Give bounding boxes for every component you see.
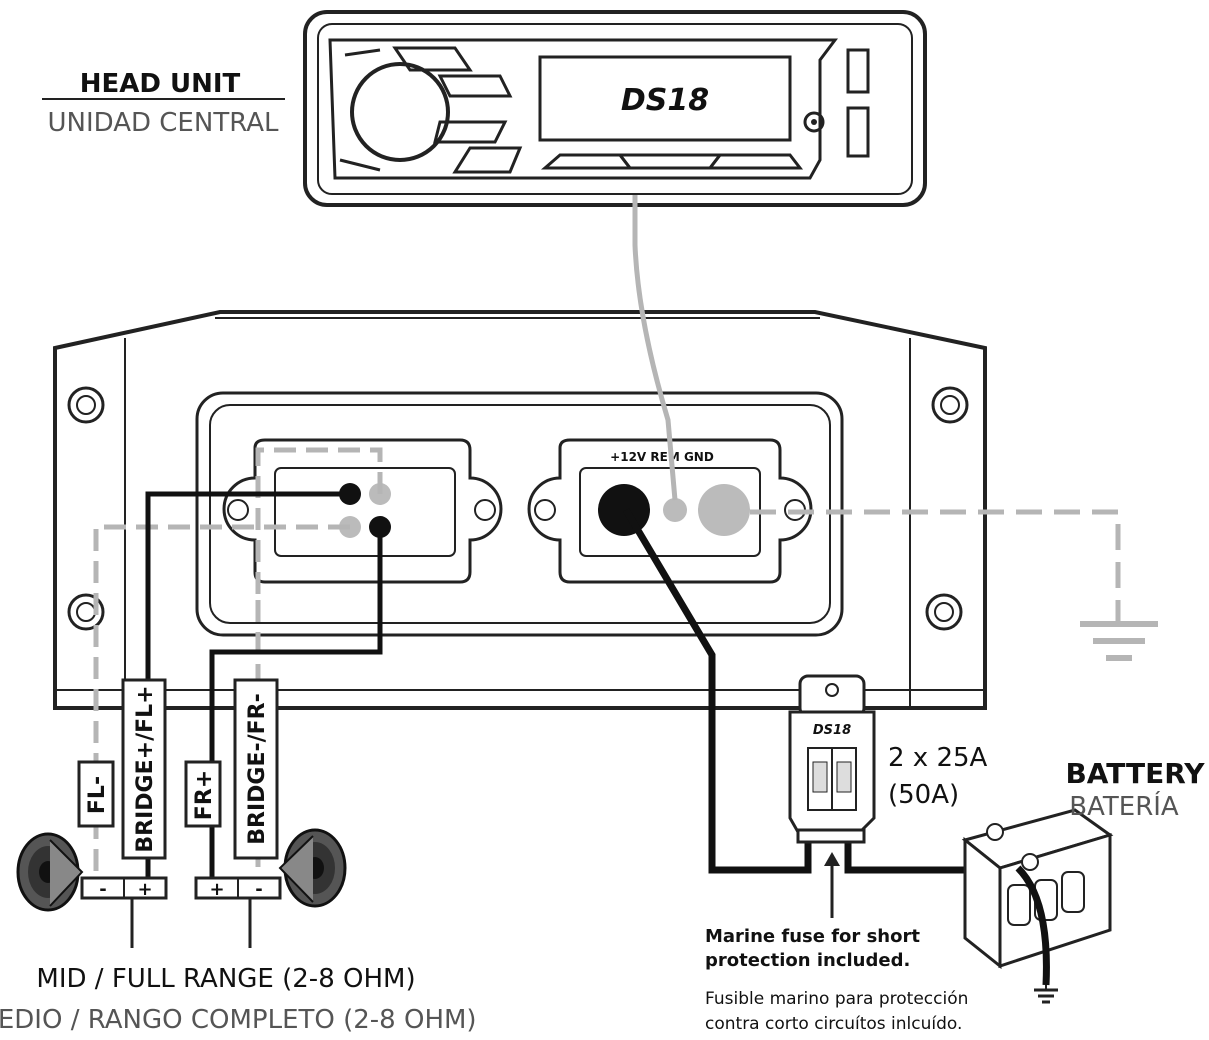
fuse-note-en-line1: Marine fuse for short	[705, 926, 920, 947]
battery-title: BATTERY	[1065, 757, 1205, 790]
wire-label-fr-plus: FR+	[184, 760, 222, 828]
terminal-12v	[598, 484, 650, 536]
right-speaker-terminals: + -	[194, 876, 282, 900]
speaker-terminal-block	[222, 438, 503, 584]
head-unit-subtitle: UNIDAD CENTRAL	[48, 108, 279, 138]
chassis-ground-icon	[1080, 621, 1158, 661]
left-speaker-terminals: - +	[80, 876, 168, 900]
fuse-logo: DS18	[813, 723, 851, 738]
svg-text:+: +	[137, 879, 152, 900]
power-wire-battery	[844, 838, 980, 874]
power-terminal-label: +12V REM GND	[610, 450, 714, 464]
svg-text:FR+: FR+	[192, 770, 217, 820]
marine-fuse-holder: DS18	[788, 674, 876, 844]
head-unit-title: HEAD UNIT	[80, 69, 241, 99]
battery-subtitle: BATERÍA	[1069, 790, 1179, 822]
fuse-rating-line1: 2 x 25A	[888, 743, 988, 773]
battery-icon	[961, 808, 1114, 986]
speaker-subtitle: MEDIO / RANGO COMPLETO (2-8 OHM)	[0, 1005, 477, 1035]
display-screen	[538, 55, 792, 142]
fuse-rating-line2: (50A)	[888, 780, 959, 810]
wire-label-fl-minus: FL-	[77, 760, 115, 828]
svg-text:BRIDGE+/FL+: BRIDGE+/FL+	[133, 685, 158, 852]
fuse-note-es-line1: Fusible marino para protección	[705, 989, 968, 1009]
head-unit-logo: DS18	[621, 83, 709, 118]
volume-knob	[350, 62, 450, 162]
ground-wire	[750, 509, 1121, 622]
fuse-note-en-line2: protection included.	[705, 950, 910, 971]
wire-label-bridge-plus-fl-plus: BRIDGE+/FL+	[121, 678, 167, 860]
wire-label-bridge-minus-fr-minus: BRIDGE-/FR-	[233, 678, 279, 860]
speaker-title: MID / FULL RANGE (2-8 OHM)	[36, 964, 415, 994]
svg-text:+: +	[209, 879, 224, 900]
left-speaker-icon	[16, 832, 84, 912]
svg-text:BRIDGE-/FR-: BRIDGE-/FR-	[245, 693, 270, 845]
terminal-gnd	[698, 484, 750, 536]
svg-text:FL-: FL-	[85, 776, 110, 814]
svg-text:-: -	[255, 879, 262, 900]
remote-wire	[632, 195, 678, 501]
power-wire-amp	[622, 508, 812, 874]
right-speaker-icon	[278, 828, 347, 908]
fuse-note-es-line2: contra corto circuítos inlcuído.	[705, 1014, 962, 1034]
head-unit: DS18	[303, 10, 927, 207]
terminal-rem	[663, 498, 687, 522]
battery-ground-icon	[1034, 985, 1058, 1004]
svg-text:-: -	[99, 879, 106, 900]
